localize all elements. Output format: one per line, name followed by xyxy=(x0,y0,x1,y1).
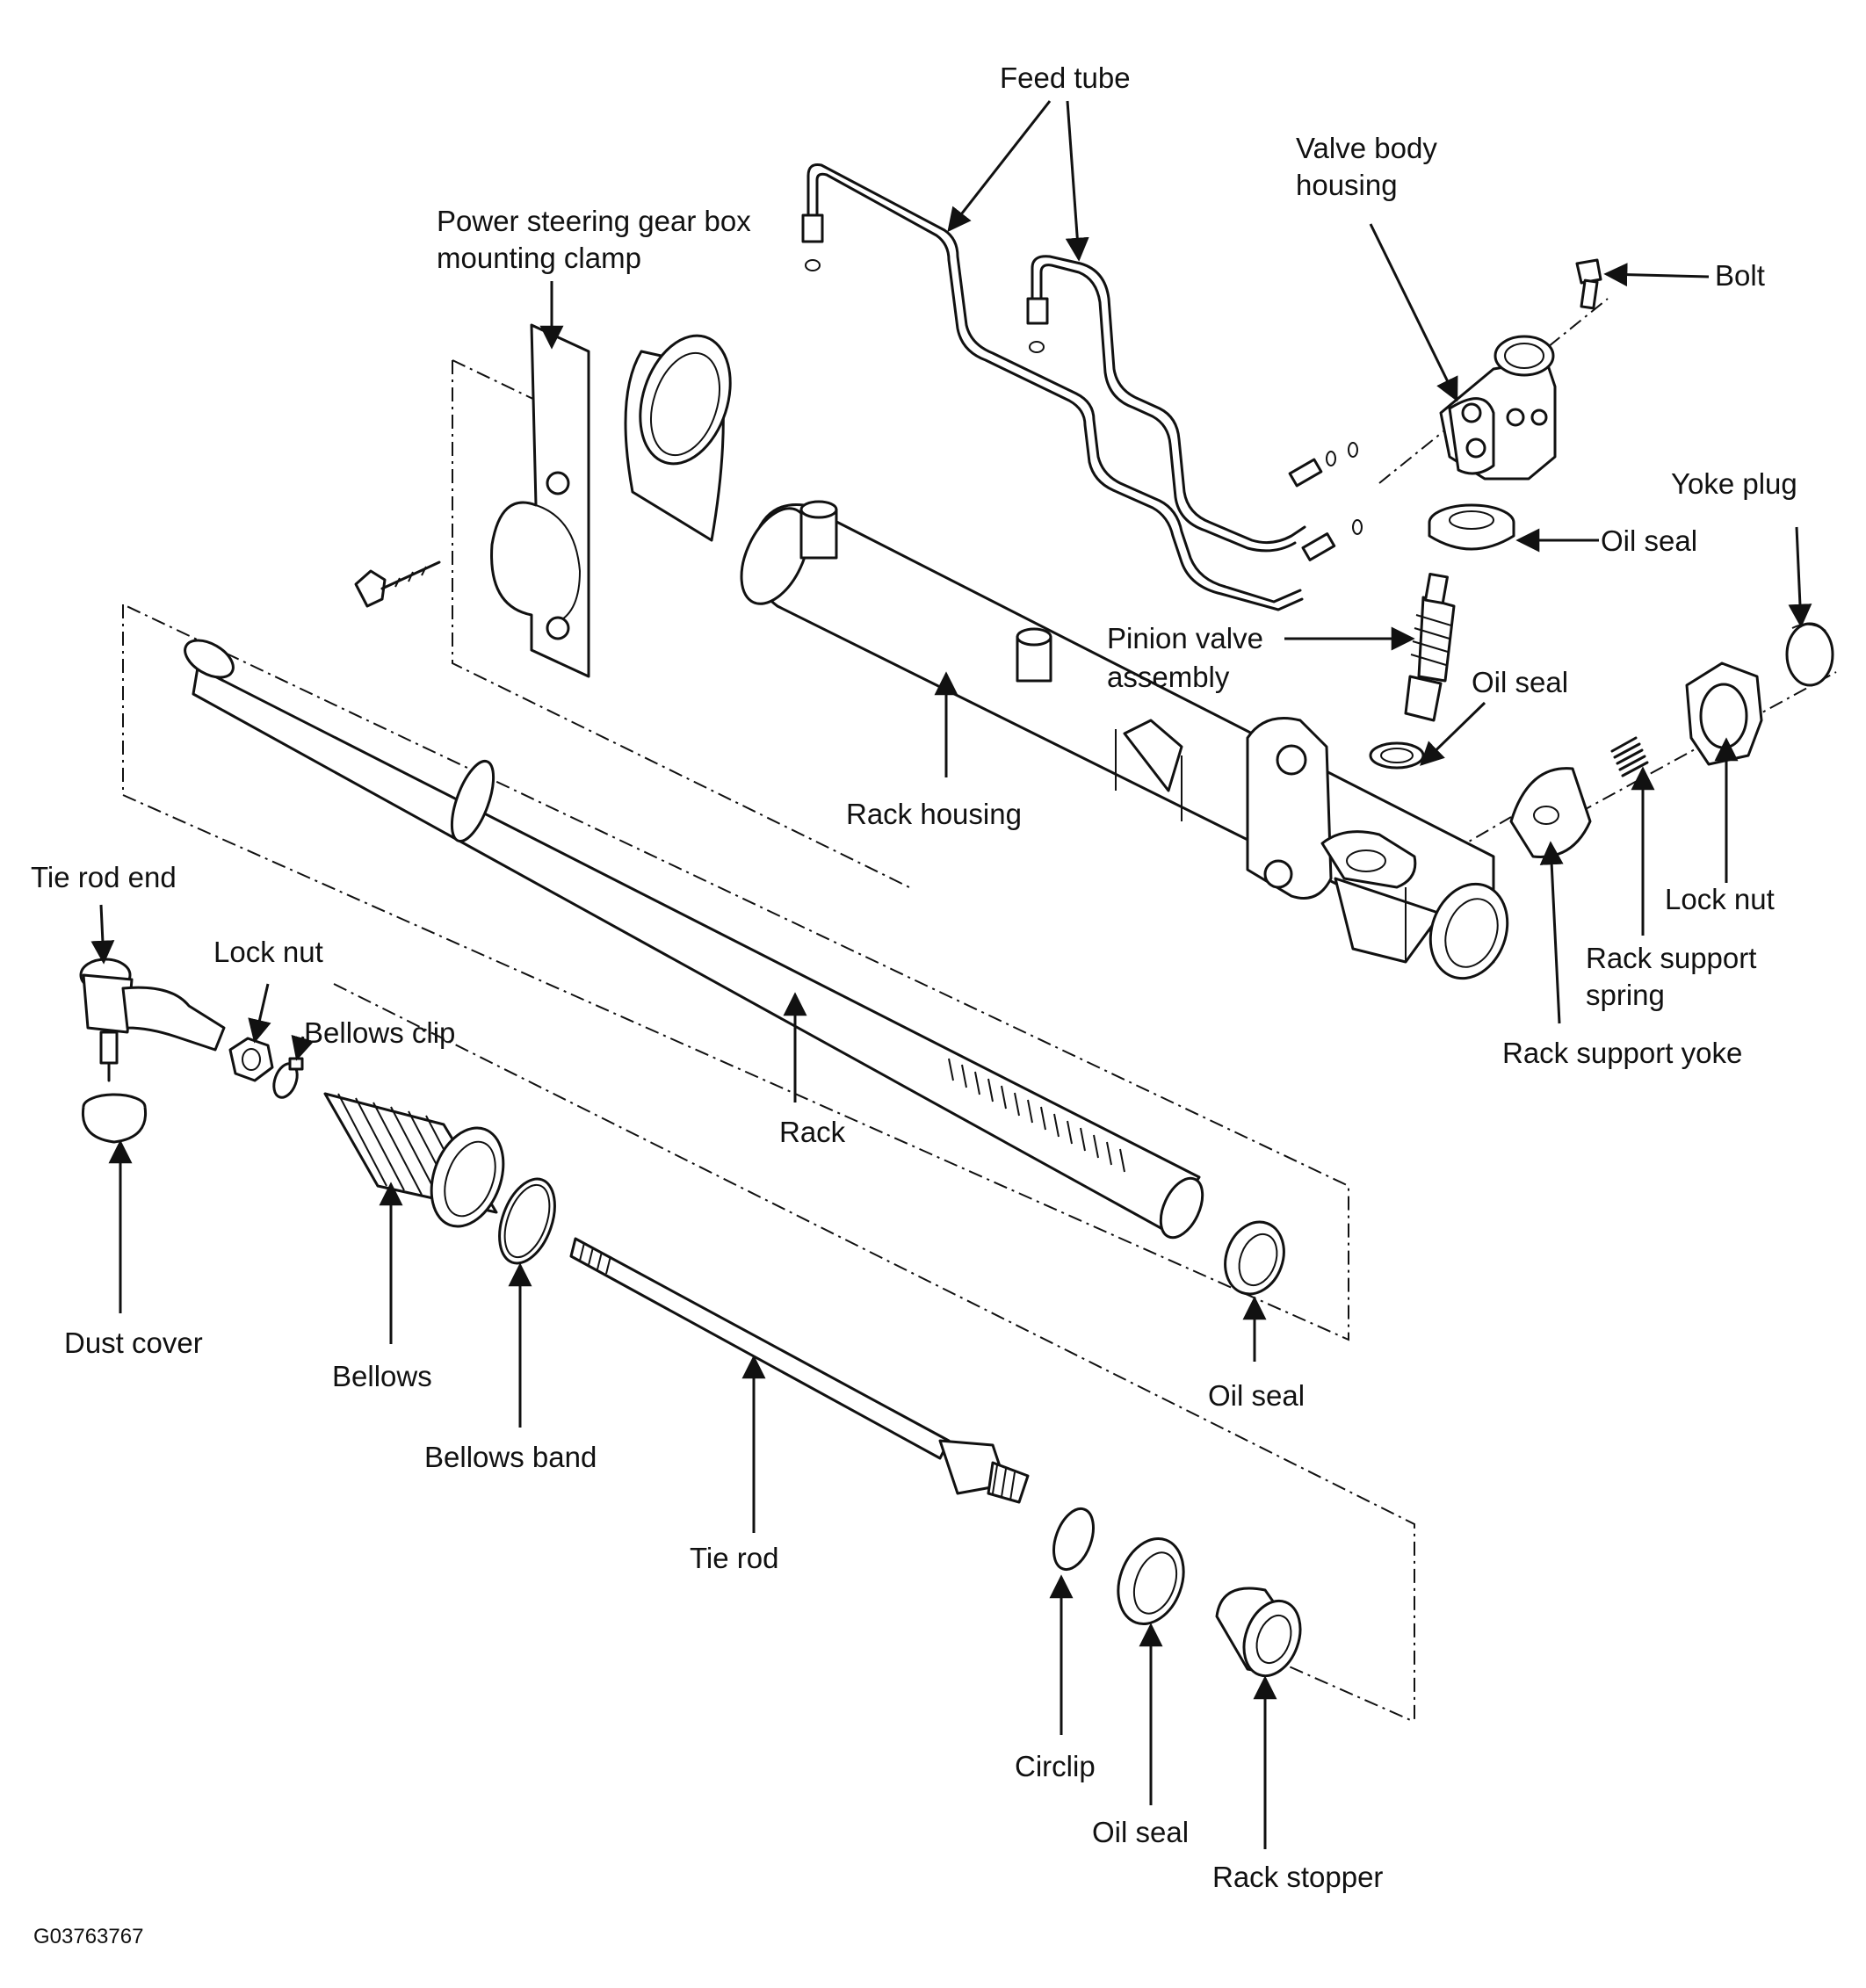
feed-tube-fitting-icon xyxy=(801,213,824,243)
tie-rod-part xyxy=(569,1237,1030,1504)
label-rack: Rack xyxy=(779,1116,846,1148)
label-rack-housing: Rack housing xyxy=(846,798,1022,830)
label-tie-rod: Tie rod xyxy=(690,1542,778,1574)
mounting-clamp-part xyxy=(490,323,590,678)
feed-tube-end-fittings xyxy=(1288,442,1363,561)
label-oil-seal-pinion: Oil seal xyxy=(1472,666,1568,698)
arrow-feed-tube-1 xyxy=(947,100,1052,233)
label-valve-body-line1: Valve body xyxy=(1296,132,1437,164)
arrow-oil-seal-pinion xyxy=(1420,701,1486,766)
pinion-valve-part xyxy=(1404,572,1456,722)
label-oil-seal-bottom: Oil seal xyxy=(1092,1816,1189,1848)
rack-boundary xyxy=(122,604,1349,1341)
label-pinion-valve-line1: Pinion valve xyxy=(1107,622,1263,654)
bellows-part xyxy=(323,1092,505,1228)
arrow-bellows-clip xyxy=(291,1034,315,1061)
yoke-plug-part xyxy=(1785,622,1834,687)
lock-nut-left-part xyxy=(228,1037,274,1082)
label-rack-stopper: Rack stopper xyxy=(1212,1861,1383,1893)
feed-tube-lower-fitting-icon xyxy=(1026,297,1049,325)
circlip-part xyxy=(1052,1507,1095,1572)
label-circlip: Circlip xyxy=(1015,1750,1096,1782)
label-lock-nut-right: Lock nut xyxy=(1665,883,1775,915)
arrow-tie-rod-end xyxy=(90,904,115,965)
rack-part xyxy=(184,639,1204,1240)
lock-nut-right-part xyxy=(1685,661,1763,766)
oil-seal-top-part xyxy=(1428,503,1515,551)
clamp-bolt-part xyxy=(354,560,441,608)
label-tie-rod-end: Tie rod end xyxy=(31,861,177,893)
arrow-feed-tube-2 xyxy=(1065,100,1089,262)
label-yoke-plug: Yoke plug xyxy=(1671,467,1797,500)
feed-tube-upper xyxy=(801,163,1304,611)
label-dust-cover: Dust cover xyxy=(64,1327,203,1359)
arrow-valve-body xyxy=(1369,223,1458,402)
arrow-yoke-plug xyxy=(1788,526,1812,628)
tie-rod-end-part xyxy=(79,958,226,1082)
label-bolt: Bolt xyxy=(1715,259,1765,292)
tie-rod-boundary xyxy=(333,983,1415,1723)
label-bellows-band: Bellows band xyxy=(424,1441,597,1473)
rack-housing-part xyxy=(740,500,1509,980)
arrow-rack-support-yoke xyxy=(1539,841,1564,1024)
part-labels: Feed tube Valve body housing Power steer… xyxy=(31,61,1797,1948)
oil-seal-bottom-part xyxy=(1117,1537,1185,1625)
label-oil-seal-rack: Oil seal xyxy=(1208,1379,1305,1412)
bellows-clip-part xyxy=(272,1057,304,1099)
oil-seal-rack-part xyxy=(1224,1220,1285,1296)
label-mount-clamp-line2: mounting clamp xyxy=(437,242,641,274)
arrow-lock-nut-left xyxy=(248,983,271,1044)
oil-seal-pinion-part xyxy=(1369,741,1425,770)
label-pinion-valve-line2: assembly xyxy=(1107,661,1230,693)
label-rack-support-yoke: Rack support yoke xyxy=(1502,1037,1742,1069)
label-valve-body-line2: housing xyxy=(1296,169,1398,201)
rack-stopper-part xyxy=(1215,1587,1302,1678)
label-oil-seal-top: Oil seal xyxy=(1601,524,1697,557)
feed-tube-lower xyxy=(1026,255,1306,553)
bellows-band-part xyxy=(498,1177,556,1265)
label-lock-nut-left: Lock nut xyxy=(213,936,323,968)
label-mount-clamp-line1: Power steering gear box xyxy=(437,205,751,237)
clamp-bushing-part xyxy=(624,334,732,542)
figure-id: G03763767 xyxy=(33,1925,143,1948)
arrow-bolt xyxy=(1603,263,1710,287)
label-rack-support-spring-line2: spring xyxy=(1586,979,1665,1011)
label-bellows: Bellows xyxy=(332,1360,432,1392)
dust-cover-part xyxy=(81,1093,148,1144)
yoke-axis-line xyxy=(1378,298,1837,879)
leader-arrows xyxy=(90,100,1812,1849)
rack-support-spring-part xyxy=(1610,736,1649,777)
label-bellows-clip: Bellows clip xyxy=(304,1016,455,1049)
bolt-part xyxy=(1575,258,1602,310)
valve-body-housing xyxy=(1439,335,1557,481)
label-feed-tube: Feed tube xyxy=(1000,61,1131,94)
label-rack-support-spring-line1: Rack support xyxy=(1586,942,1756,974)
